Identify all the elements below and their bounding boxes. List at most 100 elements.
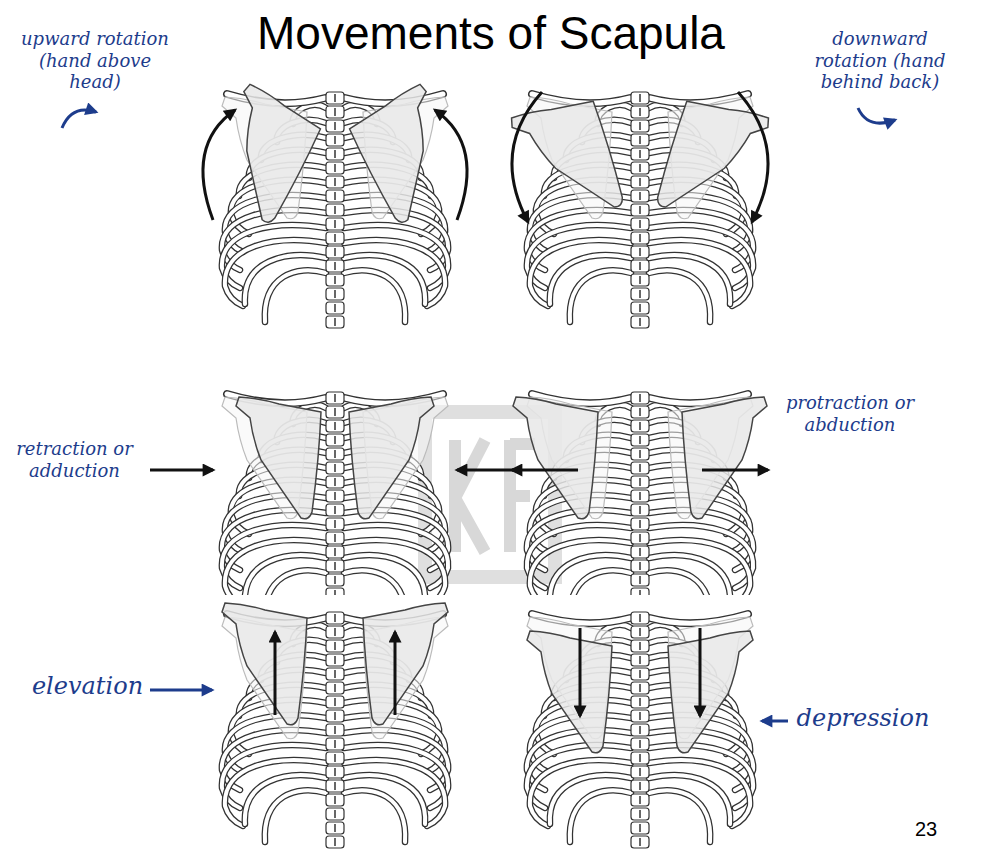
spinous-process (639, 838, 641, 846)
movement-arrow (457, 469, 520, 472)
scapula (668, 631, 753, 753)
vertebra (631, 288, 649, 300)
spinous-process (639, 178, 641, 186)
watermark-letter (455, 440, 535, 552)
vertebra (631, 162, 649, 174)
spinous-process (639, 824, 641, 832)
vertebra (631, 752, 649, 764)
spinous-process (334, 108, 336, 116)
spinous-process (334, 478, 336, 486)
movement-arrow (62, 110, 96, 128)
spinous-process (334, 464, 336, 472)
spinous-process (334, 768, 336, 776)
scapula (527, 631, 612, 753)
scapula (349, 397, 434, 519)
spinous-process (334, 220, 336, 228)
scapula (513, 397, 598, 519)
vertebra (631, 640, 649, 652)
rib (344, 270, 405, 322)
vertebra (631, 420, 649, 432)
spinous-process (639, 642, 641, 650)
rib (344, 790, 405, 842)
vertebra (631, 316, 649, 328)
spinous-process (639, 492, 641, 500)
vertebra (326, 316, 344, 328)
spinous-process (334, 698, 336, 706)
rib (245, 255, 326, 304)
vertebra (326, 682, 344, 694)
vertebra (326, 274, 344, 286)
annotation: depression (793, 704, 933, 733)
movement-arrow (858, 108, 895, 123)
spinous-process (334, 740, 336, 748)
movement-arrow (394, 632, 397, 715)
vertebra (326, 302, 344, 314)
rib (245, 255, 326, 304)
vertebra (631, 462, 649, 474)
vertebra (631, 392, 649, 404)
spinous-process (639, 290, 641, 298)
spinous-process (334, 394, 336, 402)
vertebra (326, 808, 344, 820)
spinous-process (334, 670, 336, 678)
vertebra (326, 640, 344, 652)
movement-arrow (435, 110, 467, 220)
spinous-process (639, 656, 641, 664)
spinous-process (639, 576, 641, 584)
spinous-process (639, 394, 641, 402)
vertebra (631, 204, 649, 216)
rib (344, 790, 405, 842)
spinous-process (334, 304, 336, 312)
spinous-process (334, 122, 336, 130)
spinous-process (639, 276, 641, 284)
spinous-process (334, 534, 336, 542)
vertebra (631, 274, 649, 286)
spinous-process (334, 192, 336, 200)
movement-arrow (203, 110, 235, 220)
spinous-process (639, 108, 641, 116)
spinous-process (639, 796, 641, 804)
rib (245, 775, 326, 824)
vertebra (631, 822, 649, 834)
vertebra (326, 190, 344, 202)
vertebra (326, 134, 344, 146)
vertebra (631, 190, 649, 202)
vertebra (631, 148, 649, 160)
vertebra (631, 302, 649, 314)
spinous-process (639, 726, 641, 734)
movement-arrow (274, 632, 277, 715)
rib (649, 570, 710, 595)
rib (570, 790, 631, 842)
vertebra (631, 560, 649, 572)
vertebra (631, 808, 649, 820)
rib (570, 270, 631, 322)
spinous-process (334, 150, 336, 158)
movement-arrow (512, 469, 578, 472)
vertebra (326, 612, 344, 624)
vertebra (631, 546, 649, 558)
vertebra (326, 448, 344, 460)
spinous-process (639, 248, 641, 256)
vertebra (631, 260, 649, 272)
rib (344, 775, 425, 824)
vertebra (631, 218, 649, 230)
rib (344, 570, 405, 595)
spinous-process (639, 768, 641, 776)
spinous-process (334, 290, 336, 298)
vertebra (326, 822, 344, 834)
annotation: downward rotation (hand behind back) (795, 28, 965, 93)
vertebra (631, 504, 649, 516)
rib (649, 775, 730, 824)
spinous-process (334, 782, 336, 790)
spinous-process (334, 436, 336, 444)
spinous-process (639, 136, 641, 144)
rib (649, 270, 710, 322)
spinous-process (334, 164, 336, 172)
spinous-process (334, 824, 336, 832)
rib (649, 775, 730, 824)
vertebra (326, 476, 344, 488)
vertebra (631, 518, 649, 530)
vertebra (631, 836, 649, 848)
vertebra (326, 836, 344, 848)
